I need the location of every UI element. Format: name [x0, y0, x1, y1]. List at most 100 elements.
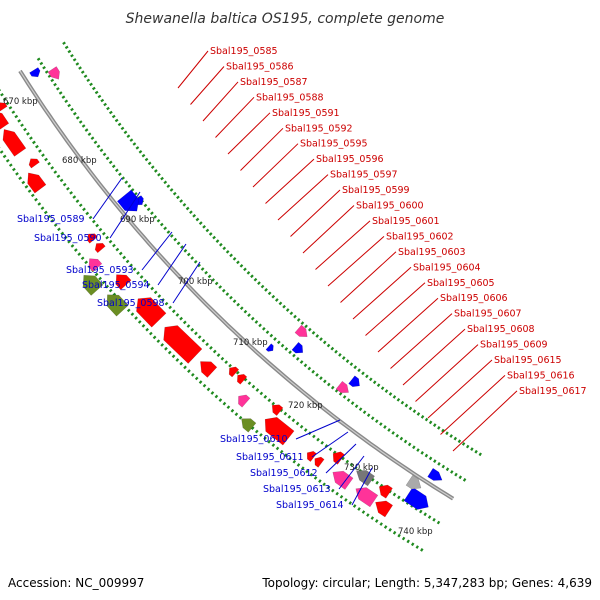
tick-mark	[243, 309, 248, 314]
tick-mark	[130, 188, 135, 192]
tick-mark	[354, 465, 358, 470]
tick-mark	[250, 316, 255, 321]
tick-mark	[361, 510, 366, 514]
tick-mark	[127, 184, 132, 188]
tick-mark	[73, 248, 78, 252]
tick-mark	[91, 219, 96, 224]
tick-mark	[163, 180, 168, 185]
tick-mark	[160, 343, 164, 347]
tick-mark	[441, 428, 445, 433]
tick-mark	[0, 150, 4, 154]
tick-mark	[75, 199, 80, 203]
tick-mark	[218, 398, 223, 402]
tick-mark	[303, 363, 308, 368]
leader-line	[295, 419, 341, 440]
gene-label: Sbal195_0597	[330, 170, 398, 181]
tick-mark	[169, 234, 174, 238]
tick-mark	[410, 542, 415, 547]
tick-mark	[198, 380, 203, 384]
tick-mark	[35, 144, 39, 149]
gene-arrow	[82, 274, 104, 296]
tick-mark	[100, 98, 105, 103]
tick-mark	[246, 271, 251, 275]
tick-mark	[11, 110, 16, 114]
tick-mark	[345, 359, 350, 363]
tick-mark	[212, 235, 216, 240]
tick-mark	[357, 507, 361, 511]
gene-label: Sbal195_0586	[226, 62, 294, 73]
tick-mark	[93, 140, 98, 145]
gene-label: Sbal195_0593	[66, 265, 134, 276]
tick-mark	[141, 153, 146, 158]
tick-mark	[263, 436, 267, 441]
tick-mark	[2, 97, 7, 101]
tick-mark	[449, 434, 453, 438]
leader-line	[365, 282, 426, 336]
tick-mark	[375, 419, 379, 424]
tick-mark	[211, 278, 215, 282]
leader-line	[227, 112, 271, 155]
tick-mark	[436, 520, 441, 525]
tick-mark	[78, 66, 82, 70]
tick-mark	[315, 373, 319, 377]
tick-mark	[141, 324, 146, 328]
tick-mark	[14, 114, 19, 119]
tick-mark	[108, 110, 113, 115]
tick-mark	[226, 405, 231, 410]
tick-mark	[15, 172, 19, 176]
tick-mark	[41, 153, 45, 157]
tick-mark	[176, 241, 181, 246]
tick-mark	[236, 302, 240, 307]
gene-arrow	[375, 500, 394, 518]
tick-mark	[108, 239, 113, 244]
tick-mark	[183, 365, 187, 370]
tick-mark	[0, 92, 4, 97]
tick-mark	[276, 340, 281, 345]
tick-mark	[395, 433, 399, 438]
tick-mark	[205, 342, 209, 347]
tick-mark	[69, 191, 73, 195]
accession-text: Accession: NC_009997	[8, 576, 144, 590]
tick-mark	[232, 299, 237, 304]
gene-arrow	[163, 325, 203, 364]
tick-mark	[70, 53, 74, 58]
tick-mark	[238, 415, 243, 420]
tick-mark	[383, 425, 387, 429]
tick-mark	[114, 118, 119, 123]
tick-mark	[42, 65, 46, 70]
tick-mark	[209, 346, 213, 350]
tick-mark	[301, 466, 305, 471]
tick-mark	[254, 429, 259, 434]
tick-mark	[185, 206, 190, 211]
tick-mark	[47, 161, 51, 166]
tick-mark	[424, 453, 429, 458]
tick-mark	[219, 242, 223, 247]
tick-mark	[322, 482, 326, 487]
tick-mark	[153, 290, 158, 295]
tick-mark	[124, 180, 129, 184]
gene-arrow	[294, 324, 308, 337]
tick-mark	[111, 114, 116, 119]
tick-mark	[346, 398, 351, 402]
tick-mark	[334, 349, 338, 354]
leader-line	[351, 467, 373, 506]
tick-mark	[96, 144, 101, 149]
tick-mark	[300, 321, 305, 326]
tick-mark	[304, 324, 308, 329]
tick-mark	[313, 476, 318, 480]
tick-mark	[67, 49, 72, 54]
leader-line	[327, 236, 385, 287]
tick-mark	[437, 462, 441, 466]
tick-mark	[157, 172, 161, 177]
tick-mark	[370, 516, 375, 520]
tick-mark	[32, 140, 36, 145]
tick-mark	[108, 288, 113, 293]
tick-mark	[132, 142, 137, 146]
tick-mark	[342, 395, 347, 399]
gene-label: Sbal195_0607	[454, 309, 522, 320]
tick-mark	[299, 424, 304, 429]
tick-mark	[461, 442, 466, 446]
tick-mark	[218, 285, 223, 289]
tick-mark	[23, 127, 27, 132]
